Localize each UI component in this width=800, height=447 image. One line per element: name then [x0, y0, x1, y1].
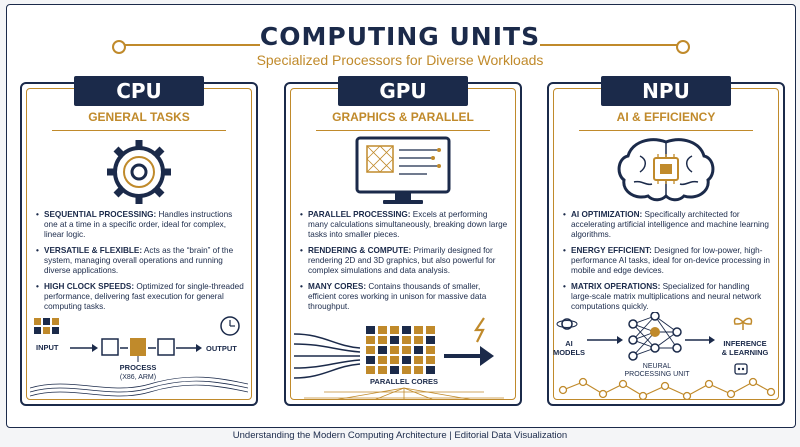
core-cell	[402, 356, 411, 364]
core-cell	[414, 326, 423, 334]
bullet: MATRIX OPERATIONS: Specialized for handl…	[563, 282, 771, 312]
bullet: HIGH CLOCK SPEEDS: Optimized for single-…	[36, 282, 244, 312]
subtitle-divider	[52, 130, 226, 131]
ornament-dot-right	[676, 40, 690, 54]
ornament-dot-left	[112, 40, 126, 54]
page-title: COMPUTING UNITS	[259, 22, 541, 51]
core-cell	[366, 356, 375, 364]
core-cell	[402, 326, 411, 334]
npu-label-2: PROCESSING UNIT	[625, 371, 691, 378]
core-cell	[390, 326, 399, 334]
core-cell	[366, 346, 375, 354]
parallel-cores-label: PARALLEL CORES	[370, 377, 438, 386]
bullet: RENDERING & COMPUTE: Primarily designed …	[300, 246, 508, 276]
core-cell	[390, 366, 399, 374]
gpu-bullets: PARALLEL PROCESSING: Excels at performin…	[300, 210, 508, 318]
input-label: INPUT	[36, 343, 59, 352]
core-cell	[426, 366, 435, 374]
bullet: ENERGY EFFICIENT: Designed for low-power…	[563, 246, 771, 276]
bullet: PARALLEL PROCESSING: Excels at performin…	[300, 210, 508, 240]
core-cell	[414, 336, 423, 344]
core-grid	[366, 326, 435, 374]
npu-subtitle: AI & EFFICIENCY	[616, 110, 716, 124]
cpu-subtitle: GENERAL TASKS	[88, 110, 190, 124]
cpu-panel: CPU GENERAL TASKS SEQUENTIAL PROCESSING:…	[20, 76, 258, 406]
robot-icon	[734, 363, 748, 375]
core-cell	[414, 346, 423, 354]
core-cell	[414, 366, 423, 374]
monitor-wireframe-icon	[355, 136, 451, 204]
core-cell	[366, 326, 375, 334]
process-sub-label: (X86, ARM)	[120, 374, 156, 381]
subtitle-divider	[579, 130, 753, 131]
core-cell	[414, 356, 423, 364]
core-cell	[378, 346, 387, 354]
core-cell	[390, 346, 399, 354]
footer-caption: Understanding the Modern Computing Archi…	[232, 430, 568, 441]
core-cell	[366, 336, 375, 344]
parallel-cores-diagram: PARALLEL CORES	[294, 317, 504, 400]
cpu-bullets: SEQUENTIAL PROCESSING: Handles instructi…	[36, 210, 244, 318]
atom-icon	[561, 318, 573, 330]
subtitle-divider	[316, 130, 490, 131]
core-cell	[402, 346, 411, 354]
bullet: AI OPTIMIZATION: Specifically architecte…	[563, 210, 771, 240]
ai-models-label-1: AI	[565, 339, 573, 348]
core-cell	[426, 336, 435, 344]
sprout-icon	[733, 317, 753, 330]
core-cell	[378, 356, 387, 364]
gpu-badge: GPU	[338, 76, 468, 106]
core-cell	[402, 366, 411, 374]
core-cell	[390, 356, 399, 364]
core-cell	[426, 356, 435, 364]
core-cell	[378, 336, 387, 344]
core-cell	[378, 366, 387, 374]
gpu-subtitle: GRAPHICS & PARALLEL	[332, 110, 474, 124]
ai-models-label-2: MODELS	[553, 348, 585, 357]
bullet: VERSATILE & FLEXIBLE: Acts as the “brain…	[36, 246, 244, 276]
npu-panel: NPU AI & EFFICIENCY AI OPTIMIZATION: Spe…	[547, 76, 785, 406]
page-subtitle: Specialized Processors for Diverse Workl…	[256, 52, 544, 68]
process-label: PROCESS	[120, 363, 157, 372]
title-ornament-left	[120, 44, 260, 46]
gear-chip-icon	[107, 140, 171, 204]
core-cell	[426, 346, 435, 354]
cpu-badge: CPU	[74, 76, 204, 106]
inference-label-2: & LEARNING	[722, 348, 769, 357]
npu-label-1: NEURAL	[643, 363, 672, 370]
core-cell	[378, 326, 387, 334]
clock-icon	[220, 316, 240, 336]
neural-network-diagram: AI MODELS NEURAL PROCESSING UNIT INFEREN…	[553, 312, 776, 400]
npu-bullets: AI OPTIMIZATION: Specifically architecte…	[563, 210, 771, 318]
gpu-panel: GPU GRAPHICS & PARALLEL PARALLEL PROCESS…	[284, 76, 522, 406]
output-label: OUTPUT	[206, 344, 237, 353]
brain-chip-icon	[617, 138, 715, 202]
core-cell	[366, 366, 375, 374]
bullet: MANY CORES: Contains thousands of smalle…	[300, 282, 508, 312]
core-cell	[390, 336, 399, 344]
title-ornament-right	[540, 44, 680, 46]
core-cell	[402, 336, 411, 344]
core-cell	[426, 326, 435, 334]
npu-badge: NPU	[601, 76, 731, 106]
inference-label-1: INFERENCE	[723, 339, 766, 348]
sequential-diagram: INPUT OUTPUT PROCESS (X86, ARM)	[30, 316, 248, 397]
bullet: SEQUENTIAL PROCESSING: Handles instructi…	[36, 210, 244, 240]
